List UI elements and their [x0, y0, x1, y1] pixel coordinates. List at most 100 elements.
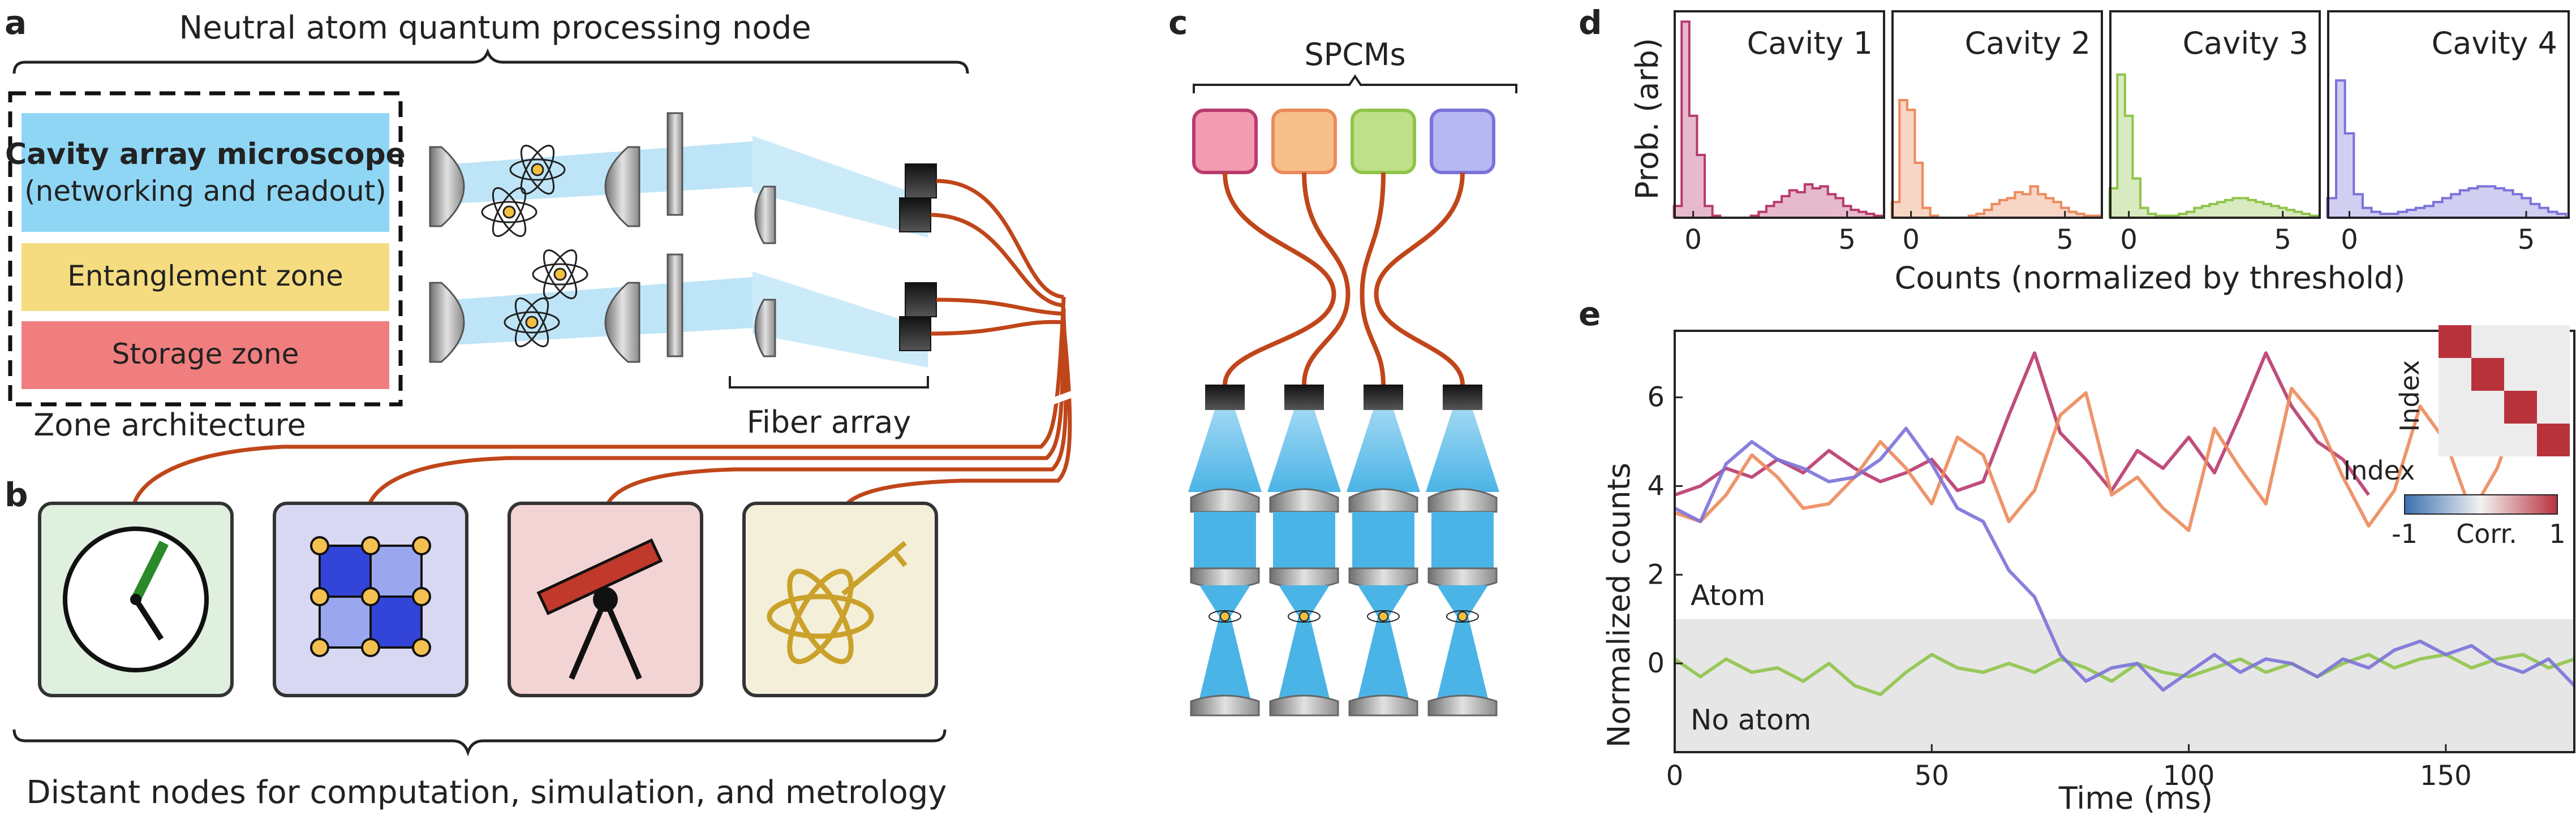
corr-cell	[2504, 325, 2537, 358]
hist-bar	[1999, 200, 2007, 218]
spcm-detector-3	[1351, 109, 1416, 174]
spcm-caption: SPCMs	[1304, 37, 1405, 72]
hist-bar	[2248, 200, 2256, 218]
corr-cell	[2439, 325, 2471, 358]
hist-bar	[1774, 202, 1782, 218]
hist-bar	[1992, 204, 2000, 218]
hist-bar	[2186, 212, 2195, 218]
hist-bar	[1835, 198, 1843, 218]
panel-label-c: c	[1168, 3, 1188, 42]
fiber-bracket	[729, 376, 929, 389]
colorbar-label: Corr.	[2456, 519, 2517, 549]
beam-lower-3	[1352, 512, 1414, 568]
hist-bar	[2194, 208, 2202, 218]
beam-4	[1426, 410, 1499, 492]
cavity-mirror-top	[1190, 567, 1260, 589]
hist-bar	[1689, 115, 1697, 218]
corr-cell	[2537, 391, 2570, 424]
hist-bar	[1674, 206, 1682, 218]
cavity-mode-2	[1279, 585, 1330, 698]
hist-bar	[2486, 186, 2496, 218]
hist-bar	[2030, 186, 2039, 218]
trace-ylabel: Normalized counts	[1601, 463, 1637, 748]
hist-bar	[2201, 206, 2210, 218]
hist-bar	[2327, 198, 2337, 218]
hist-frame-3	[2109, 10, 2321, 219]
x-tick-label: 0	[1666, 760, 1684, 792]
hist-bar	[1705, 206, 1713, 218]
zone-cavity-label: Cavity array microscope	[5, 137, 406, 171]
hist-tick-label: 0	[1902, 224, 1920, 256]
hist-bar	[2053, 202, 2061, 218]
hist-bar	[2389, 214, 2398, 218]
hist-tick-label: 0	[2341, 224, 2358, 256]
fiber-coupler-icon	[1443, 385, 1482, 410]
nodes-brace	[12, 729, 947, 757]
corr-cell	[2471, 391, 2504, 424]
atom-orbit	[1446, 610, 1479, 623]
atom-icon	[481, 144, 588, 348]
hist-bar	[2380, 214, 2389, 218]
fiber-break	[1038, 389, 1078, 409]
hist-bar	[2007, 198, 2015, 218]
hist-series-label-1: Cavity 1	[1747, 25, 1873, 61]
hist-bar	[2302, 214, 2310, 218]
hist-bar	[1859, 212, 1867, 218]
hist-bar	[2530, 204, 2540, 218]
atom-region-label: Atom	[1691, 579, 1765, 612]
lens-icon	[1427, 488, 1498, 513]
corr-cell	[2439, 424, 2471, 456]
beam-lower-4	[1431, 512, 1494, 568]
hist-bar	[2022, 194, 2031, 218]
hist-bar	[2076, 214, 2084, 218]
hist-bar	[2233, 198, 2240, 218]
fiber-coupler-icon	[1364, 385, 1403, 410]
cavity-mirror-bottom	[1269, 694, 1339, 717]
lens-icon	[1348, 488, 1418, 513]
corr-cell	[2439, 358, 2471, 391]
hist-bar	[2117, 74, 2125, 218]
corr-cell	[2471, 424, 2504, 456]
trace-line-3	[1674, 653, 2575, 697]
beam-2	[1267, 410, 1341, 492]
hist-bar	[1812, 188, 1821, 218]
cavity-mirror-bottom	[1348, 694, 1418, 717]
y-tick-label: 4	[1647, 470, 1665, 502]
atom-icon	[1378, 611, 1388, 622]
zone-architecture-box	[8, 91, 403, 407]
hist-frame-1	[1674, 10, 1885, 219]
hist-bar	[1899, 100, 1907, 218]
node-title: Neutral atom quantum processing node	[179, 10, 811, 46]
zone-entanglement	[21, 243, 389, 311]
beam-lower-1	[1194, 512, 1256, 568]
hist-bar	[2263, 204, 2272, 218]
hist-bar	[2371, 212, 2381, 218]
hist-bar	[2415, 208, 2425, 218]
hist-bar	[1827, 194, 1836, 218]
hist-bar	[2362, 208, 2372, 218]
spcm-detector-1	[1192, 109, 1258, 174]
hist-bar	[1915, 162, 1923, 218]
fiber-coupler-icon	[1205, 385, 1245, 410]
spcm-fiber-1	[1223, 172, 1336, 385]
hist-bar	[1804, 184, 1813, 218]
hist-bar	[2424, 206, 2433, 218]
atom-icon	[1299, 611, 1309, 622]
hist-tick-label: 0	[1684, 224, 1702, 256]
hist-outline-4	[2326, 79, 2568, 218]
spcm-fiber-2	[1302, 172, 1351, 385]
hist-bar	[1891, 202, 1900, 218]
hist-series-label-3: Cavity 3	[2183, 25, 2308, 61]
colorbar-tick-pos: 1	[2549, 519, 2565, 549]
zone-storage-label: Storage zone	[112, 338, 299, 370]
fiber-caption: Fiber array	[747, 404, 911, 440]
hist-bar	[2407, 210, 2416, 218]
hist-bar	[2271, 206, 2279, 218]
distant-nodes	[38, 502, 938, 697]
zone-storage	[21, 321, 389, 389]
hist-bar	[2132, 178, 2141, 218]
hist-bar	[2045, 198, 2054, 218]
hist-bar	[1758, 212, 1766, 218]
hist-bar	[2209, 204, 2218, 218]
